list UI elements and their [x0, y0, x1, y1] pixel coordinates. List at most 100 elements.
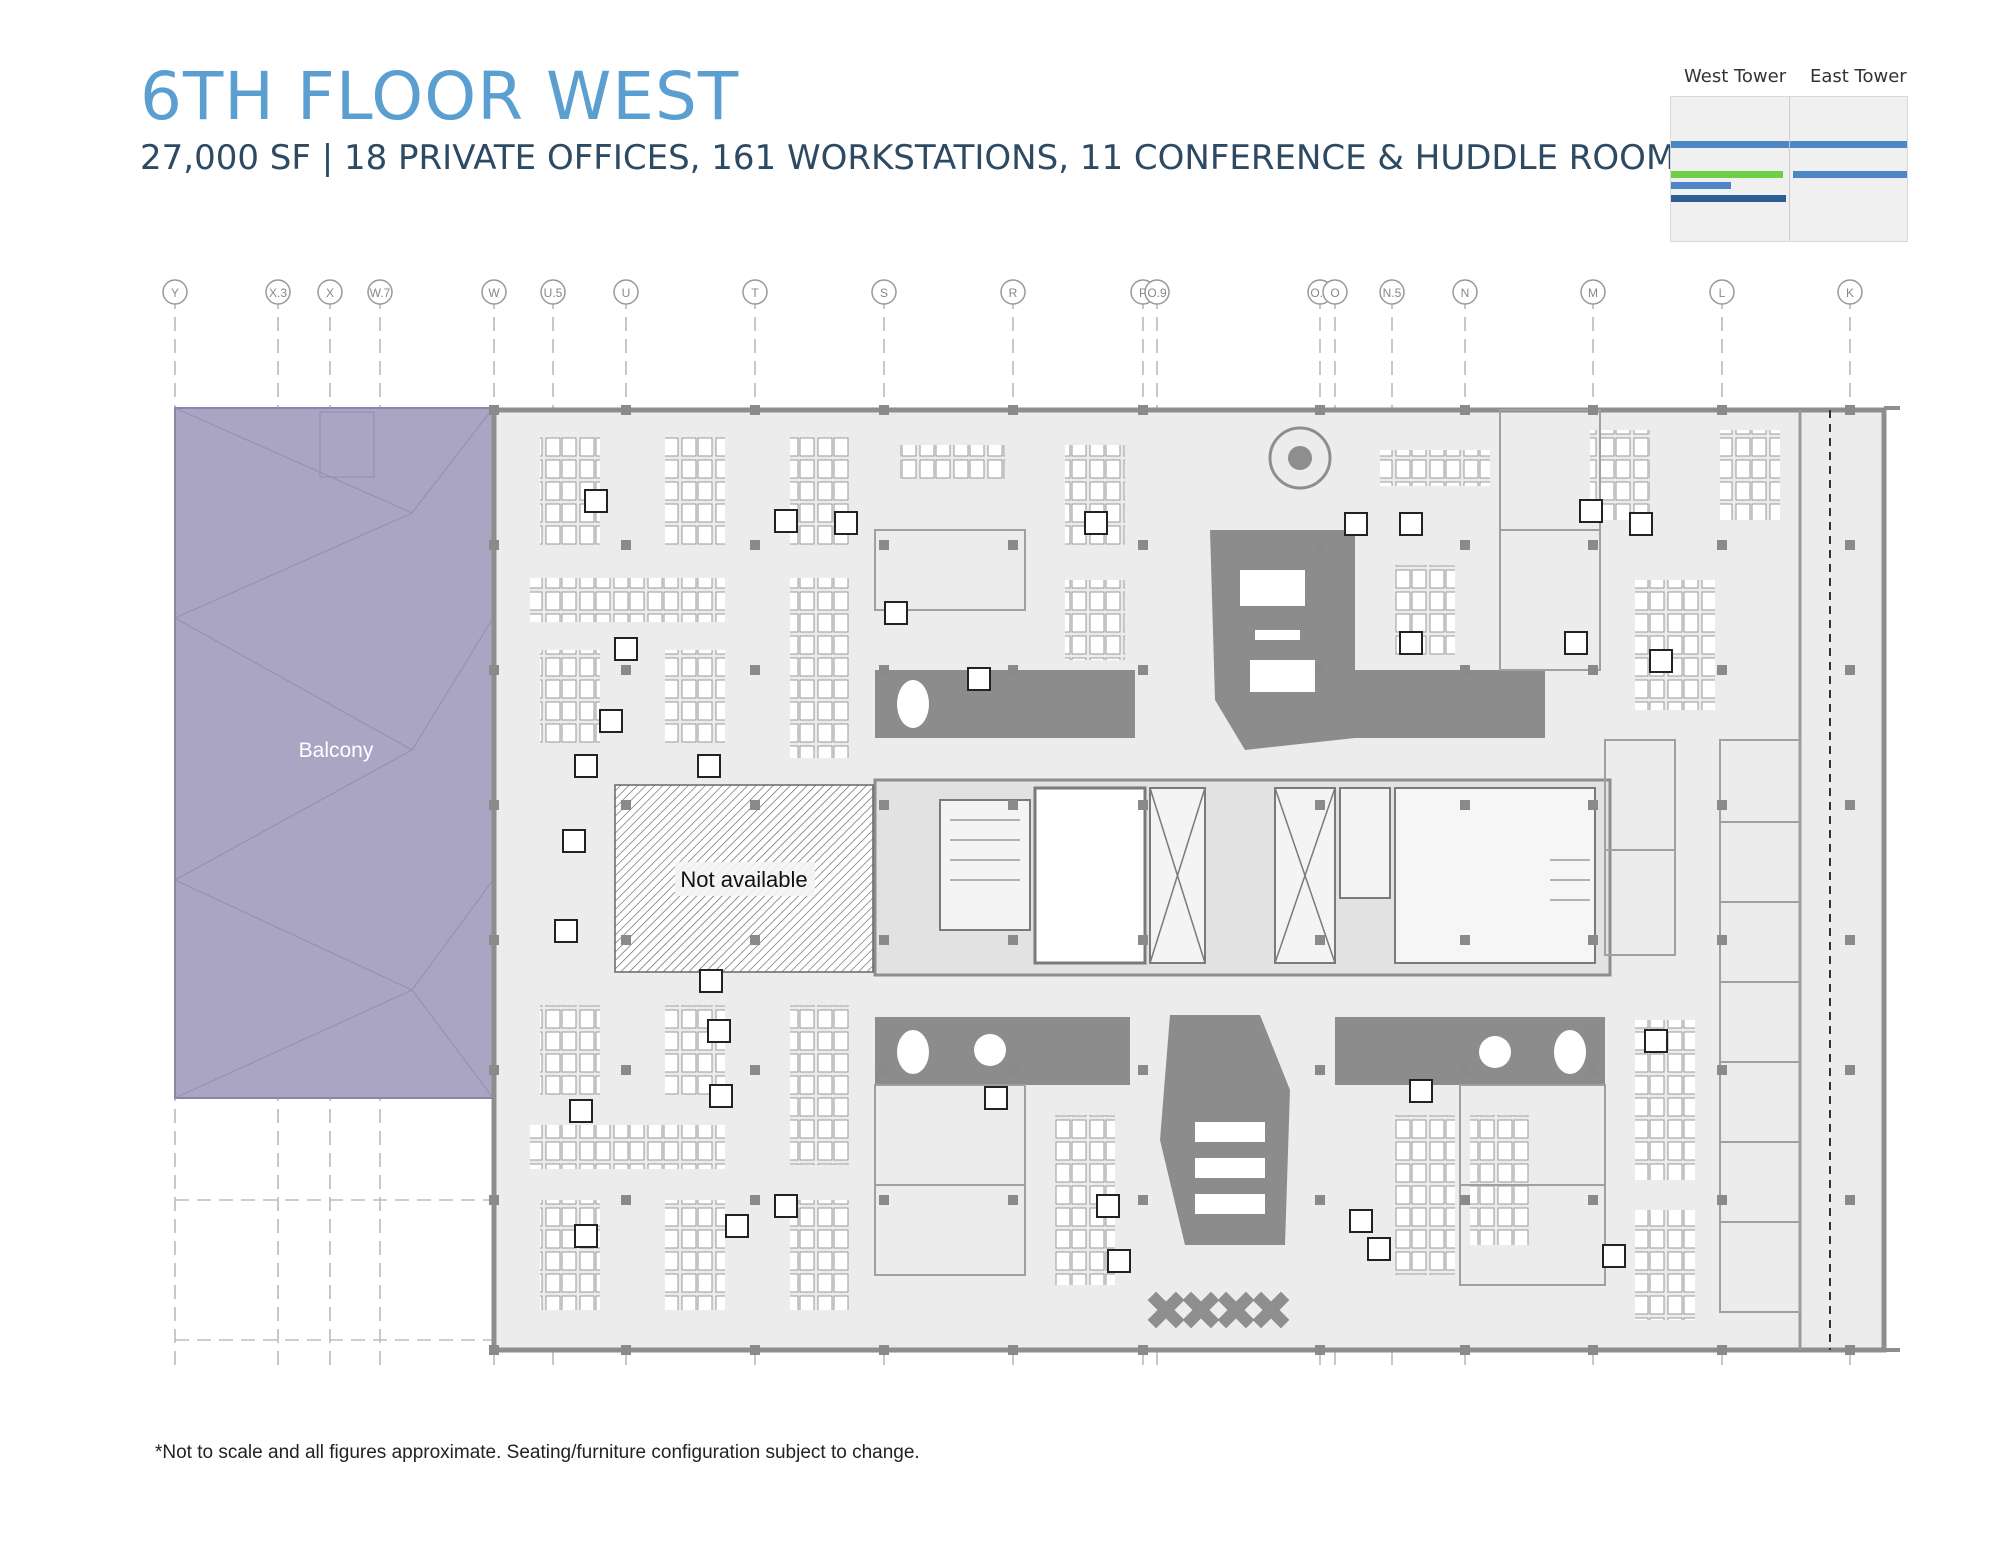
column-grid-label: M — [1588, 286, 1598, 300]
structural-column — [489, 1345, 499, 1355]
private-offices — [874, 409, 1801, 1313]
column-grid-label: R — [1009, 286, 1018, 300]
structural-column — [1460, 665, 1470, 675]
column-grid-bubble — [1379, 279, 1405, 305]
structural-column — [879, 1065, 889, 1075]
structural-column — [1588, 800, 1598, 810]
building-core — [873, 778, 1612, 977]
column-grid-label: L — [1719, 286, 1726, 300]
column-grid-bubble — [1837, 279, 1863, 305]
column-grid-label: X — [326, 286, 334, 300]
column-grid-label: U.5 — [544, 286, 563, 300]
structural-column — [1588, 1345, 1598, 1355]
structural-column — [1138, 1065, 1148, 1075]
column-grid-label: W.7 — [370, 286, 391, 300]
structural-column — [621, 935, 631, 945]
structural-column — [879, 540, 889, 550]
structural-column — [750, 800, 760, 810]
structural-column — [750, 1195, 760, 1205]
column-grid-bubble — [613, 279, 639, 305]
structural-column — [1845, 405, 1855, 415]
structural-column — [1008, 1345, 1018, 1355]
column-grid-label: N — [1461, 286, 1470, 300]
structural-column — [879, 1345, 889, 1355]
column-grid-bubble — [1580, 279, 1606, 305]
column-grid-bubble — [1000, 279, 1026, 305]
structural-column — [1460, 1195, 1470, 1205]
structural-column — [879, 800, 889, 810]
structural-column — [1008, 405, 1018, 415]
structural-column — [621, 665, 631, 675]
column-grid-label: S — [880, 286, 888, 300]
structural-column — [750, 665, 760, 675]
stack-floor-highlight — [1671, 171, 1783, 178]
structural-column — [1588, 540, 1598, 550]
structural-column — [1845, 800, 1855, 810]
structural-column — [1008, 1065, 1018, 1075]
structural-column — [1717, 1345, 1727, 1355]
balcony-label: Balcony — [299, 739, 374, 762]
column-grid-label: T — [751, 286, 759, 300]
structural-column — [1588, 935, 1598, 945]
equipment-markers — [554, 489, 1673, 1273]
structural-column — [489, 1065, 499, 1075]
column-grid-bubble — [742, 279, 768, 305]
structural-column — [1717, 405, 1727, 415]
structural-column — [489, 540, 499, 550]
structural-column — [489, 665, 499, 675]
structural-column — [489, 405, 499, 415]
not-available-area: Not available — [614, 784, 874, 973]
column-grid-bubble — [871, 279, 897, 305]
stack-floor-bar — [1671, 195, 1786, 202]
column-grid-label: U — [622, 286, 631, 300]
stack-floor-bar — [1793, 171, 1907, 178]
structural-column — [621, 1345, 631, 1355]
structural-column — [1588, 1065, 1598, 1075]
structural-column — [750, 405, 760, 415]
structural-column — [879, 665, 889, 675]
structural-column — [1315, 1065, 1325, 1075]
structural-column — [1315, 800, 1325, 810]
column-grid-bubble — [1709, 279, 1735, 305]
structural-column — [1460, 800, 1470, 810]
structural-column — [1717, 1065, 1727, 1075]
column-grid-label: Y — [171, 286, 179, 300]
structural-column — [621, 405, 631, 415]
column-grid-bubble — [1144, 279, 1170, 305]
column-grid-bubble — [265, 279, 291, 305]
column-grid-label: K — [1846, 286, 1854, 300]
structural-column — [1845, 935, 1855, 945]
column-grid-bubble — [1322, 279, 1348, 305]
structural-column — [1460, 1345, 1470, 1355]
structural-column — [489, 800, 499, 810]
page-title: 6TH FLOOR WEST — [140, 58, 740, 135]
structural-column — [1138, 1195, 1148, 1205]
structural-columns — [489, 405, 1855, 1355]
structural-column — [621, 540, 631, 550]
structural-column — [1315, 1345, 1325, 1355]
structural-column — [1717, 1195, 1727, 1205]
structural-column — [1008, 1195, 1018, 1205]
stack-divider — [1789, 97, 1790, 241]
structural-column — [1315, 405, 1325, 415]
column-grid-bubble — [1452, 279, 1478, 305]
structural-column — [1138, 935, 1148, 945]
column-grid-label: X.3 — [269, 286, 287, 300]
column-grid-bubble — [481, 279, 507, 305]
structural-column — [1460, 1065, 1470, 1075]
conference-tables — [897, 570, 1586, 1214]
structural-column — [1717, 935, 1727, 945]
structural-column — [1138, 540, 1148, 550]
structural-column — [621, 800, 631, 810]
structural-column — [879, 405, 889, 415]
column-grid-bubble — [317, 279, 343, 305]
structural-column — [1460, 540, 1470, 550]
structural-column — [750, 935, 760, 945]
structural-column — [879, 1195, 889, 1205]
west-tower-label: West Tower — [1684, 66, 1787, 87]
structural-column — [1008, 935, 1018, 945]
structural-column — [1460, 935, 1470, 945]
structural-column — [1588, 665, 1598, 675]
structural-column — [1315, 665, 1325, 675]
